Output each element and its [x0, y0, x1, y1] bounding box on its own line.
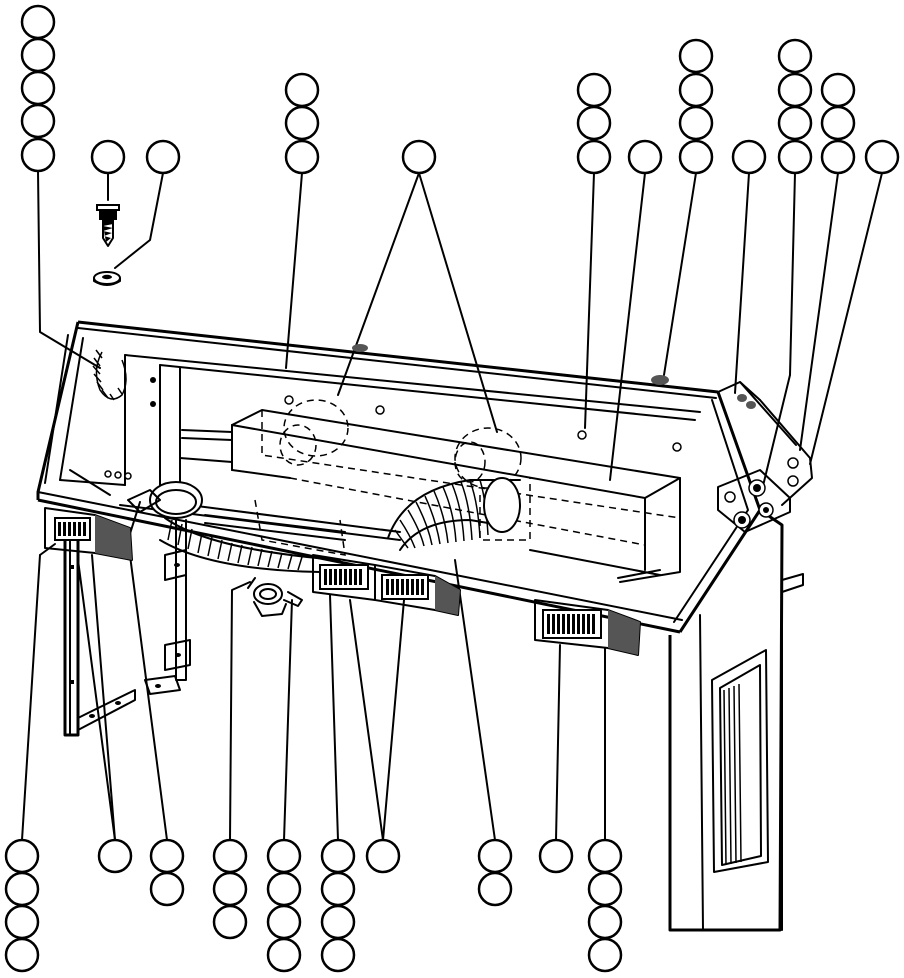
vent-register-left — [44, 507, 133, 561]
bubble-top-washer — [145, 139, 181, 175]
bubble-column-bottom-5 — [266, 838, 302, 973]
callout-bubbles — [4, 4, 900, 973]
duct-assembly — [231, 399, 681, 583]
right-leg — [668, 508, 804, 932]
hose-clamp — [247, 577, 303, 617]
bubble-top-screw — [90, 139, 126, 175]
bubble-bottom-7 — [365, 838, 401, 874]
bubble-column-bottom-8 — [477, 838, 513, 907]
bubble-column-bottom-6 — [320, 838, 356, 973]
left-leg — [63, 519, 191, 737]
flex-hose-left — [92, 349, 341, 573]
vent-register-center-2 — [374, 564, 461, 616]
bubble-column-top-right-3 — [678, 38, 714, 175]
bubble-column-bottom-3 — [149, 838, 185, 907]
vent-register-right — [534, 599, 641, 656]
bubble-top-right-4 — [731, 139, 767, 175]
bubble-top-right-2 — [627, 139, 663, 175]
bubble-bottom-9 — [538, 838, 574, 874]
bubble-column-top-right-1 — [576, 72, 612, 175]
flex-hose-right — [387, 477, 521, 551]
bubble-column-top-frame — [284, 72, 320, 175]
bubble-column-top-left — [20, 4, 56, 173]
screw-icon — [96, 204, 120, 247]
bubble-bottom-2 — [97, 838, 133, 874]
bubble-top-right-7 — [864, 139, 900, 175]
bubble-column-bottom-4 — [212, 838, 248, 940]
washer-icon — [93, 271, 121, 286]
bubble-column-top-right-6 — [820, 72, 856, 175]
bubble-top-center-ducts — [401, 139, 437, 175]
bubble-column-top-right-5 — [777, 38, 813, 175]
leader-lines — [21, 170, 883, 841]
bubble-column-bottom-10 — [587, 838, 623, 973]
bubble-column-bottom-1 — [4, 838, 40, 973]
